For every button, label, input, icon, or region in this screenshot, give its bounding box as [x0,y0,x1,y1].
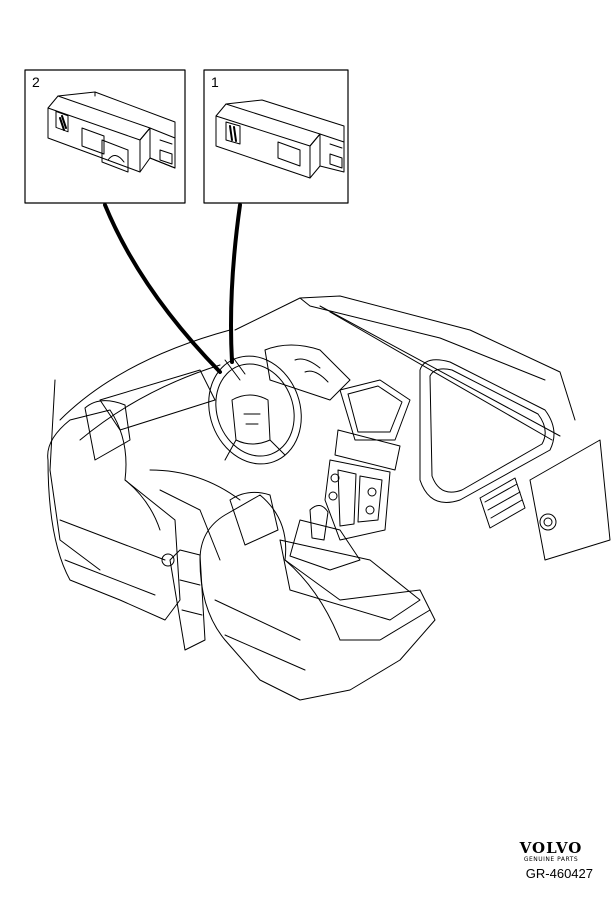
reference-code: GR-460427 [525,866,593,881]
callout-number-1: 1 [211,74,219,90]
callout-box-1: 1 [203,69,349,204]
callout-box-2: 2 [24,69,186,204]
callout-number-2: 2 [32,74,40,90]
volvo-logo: VOLVO [519,839,583,857]
leader-lines [103,203,242,374]
car-interior-illustration [47,295,611,701]
switch-panel-1-illustration [215,99,345,179]
brand-subtitle: GENUINE PARTS [523,856,579,863]
switch-panel-2-illustration [47,91,176,173]
volvo-brand: VOLVO GENUINE PARTS [511,840,591,864]
